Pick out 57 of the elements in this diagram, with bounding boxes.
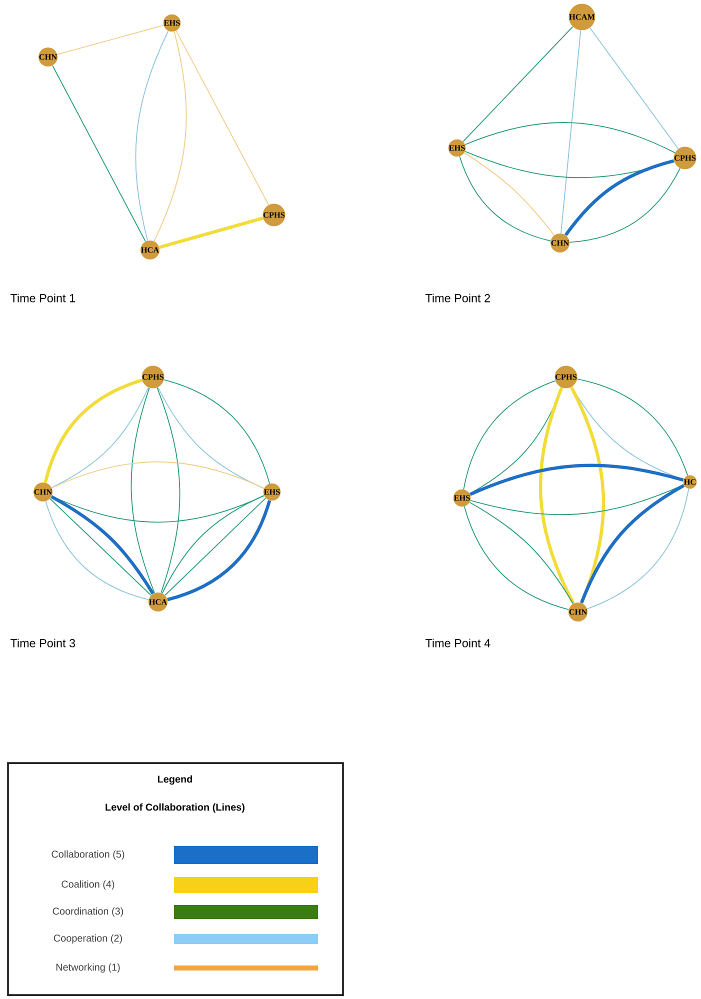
link-line xyxy=(469,502,574,604)
network-node: HCA xyxy=(140,240,160,260)
network-node: CHN xyxy=(568,602,588,622)
link-line xyxy=(569,168,680,243)
network-node: CPHS xyxy=(554,366,578,388)
link-line xyxy=(576,378,688,476)
network-node: CPHS xyxy=(674,146,696,170)
network-node: CHN xyxy=(33,482,53,502)
network-node: CHN xyxy=(38,47,58,67)
link-line xyxy=(156,387,180,594)
link-line xyxy=(570,386,605,604)
link-line xyxy=(130,387,155,594)
link-line xyxy=(176,30,270,206)
link-line xyxy=(154,31,187,242)
link-line xyxy=(589,27,679,150)
link-line xyxy=(469,464,684,496)
link-line xyxy=(459,156,551,242)
link-line xyxy=(52,65,146,242)
legend-text: Coalition (4) xyxy=(62,880,114,890)
legend-text: Networking (1) xyxy=(56,963,120,973)
network-node: HCA xyxy=(148,592,168,612)
link-line xyxy=(44,378,142,483)
link-line xyxy=(464,122,676,154)
link-line xyxy=(464,152,555,236)
legend-heading: Legend xyxy=(158,775,192,785)
link-line xyxy=(539,387,575,604)
network-node: HC xyxy=(683,475,697,489)
panel-caption: Time Point 4 xyxy=(426,638,490,648)
link-line xyxy=(56,24,164,55)
link-line xyxy=(158,386,264,489)
panel-caption: Time Point 2 xyxy=(426,294,490,302)
network-node: HCAM xyxy=(568,4,596,30)
network-node: EHS xyxy=(163,14,181,32)
network-node: CPHS xyxy=(262,204,286,226)
legend-text: Cooperation (2) xyxy=(54,934,122,944)
legend-text: Collaboration (5) xyxy=(52,850,124,860)
link-line xyxy=(135,30,169,242)
link-line xyxy=(560,30,582,234)
link-line xyxy=(564,159,674,236)
panel-caption: Time Point 1 xyxy=(10,294,75,302)
link-line xyxy=(462,26,574,142)
link-line xyxy=(164,379,270,484)
link-line xyxy=(580,484,685,604)
link-line xyxy=(464,506,570,610)
network-node: EHS xyxy=(263,483,281,501)
link-line xyxy=(158,216,264,249)
link-line xyxy=(463,380,556,490)
link-line xyxy=(51,387,149,488)
link-line xyxy=(51,461,264,489)
link-line xyxy=(586,488,690,610)
panel-caption: Time Point 3 xyxy=(10,638,76,648)
legend-heading: Level of Collaboration (Lines) xyxy=(106,803,244,813)
network-node: EHS xyxy=(453,489,471,507)
network-node: EHS xyxy=(448,139,466,157)
legend-text: Coordination (3) xyxy=(52,907,124,917)
network-node: CPHS xyxy=(142,366,164,388)
network-node: CHN xyxy=(550,233,570,253)
